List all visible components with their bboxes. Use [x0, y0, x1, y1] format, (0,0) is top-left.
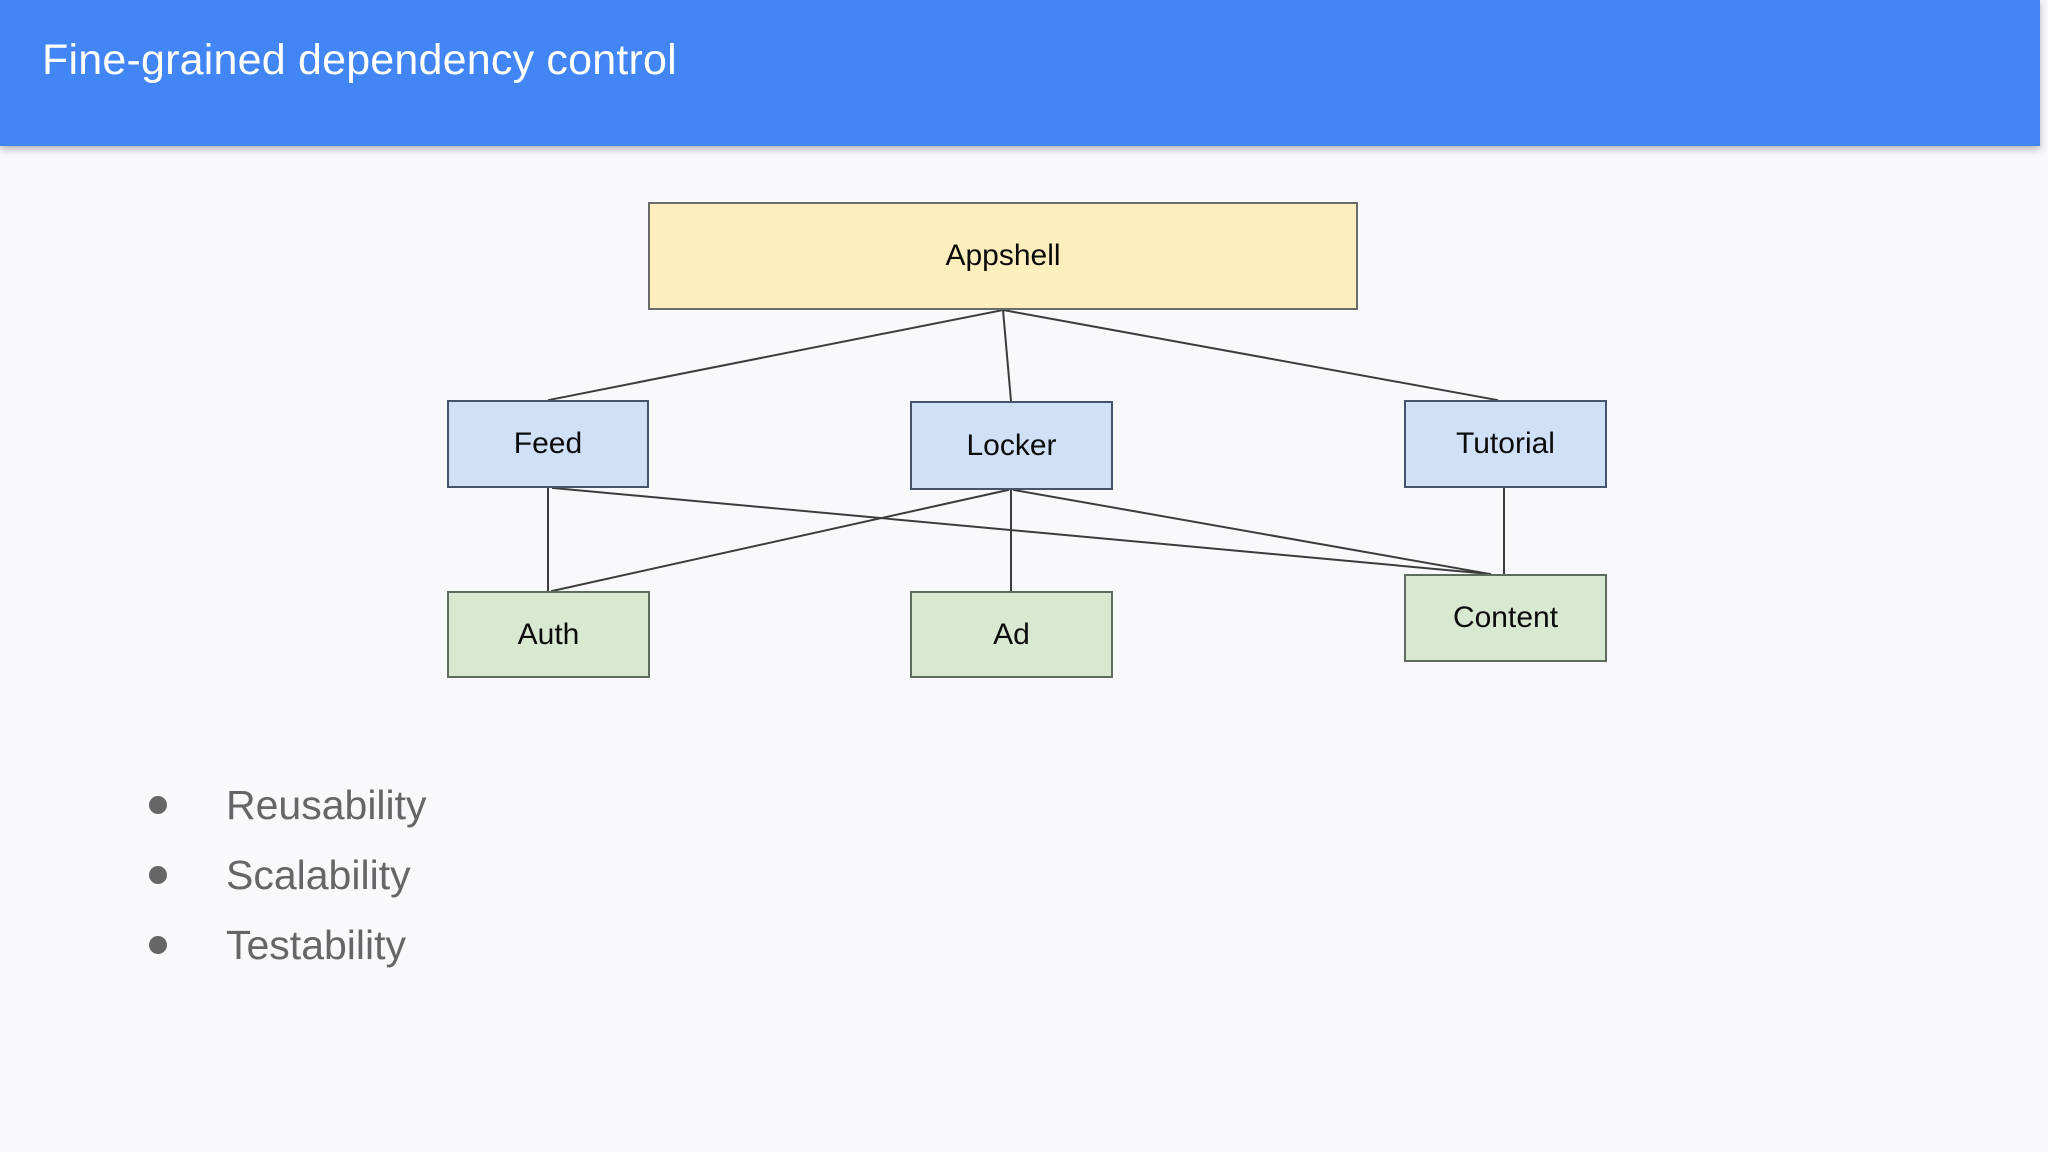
diagram-node-label: Tutorial	[1456, 427, 1555, 460]
bullet-dot-icon	[149, 796, 167, 814]
diagram-edge-appshell-to-feed	[547, 308, 1005, 402]
bullet-label: Reusability	[226, 781, 427, 828]
diagram-node-label: Content	[1452, 601, 1559, 634]
page-title: Fine-grained dependency control	[42, 36, 677, 84]
diagram-node-label: Auth	[517, 617, 580, 651]
diagram-node-appshell[interactable]: Appshell	[648, 202, 1358, 310]
diagram-edge-feed-to-content	[551, 486, 1492, 576]
diagram-node-tutorial[interactable]: Tutorial	[1404, 400, 1607, 488]
diagram-node-label: Appshell	[945, 239, 1061, 272]
diagram-node-feed[interactable]: Feed	[447, 400, 649, 488]
diagram-edge-appshell-to-locker	[1001, 308, 1013, 403]
diagram-node-label: Ad	[993, 617, 1030, 651]
diagram-node-locker[interactable]: Locker	[910, 401, 1113, 490]
diagram-node-label: Feed	[513, 427, 583, 460]
diagram-node-content[interactable]: Content	[1404, 574, 1607, 662]
list-item: Scalability	[140, 840, 427, 910]
bullet-label: Scalability	[226, 851, 411, 898]
diagram-edge-locker-to-auth	[550, 488, 1010, 593]
list-item: Testability	[140, 910, 427, 980]
bullet-dot-icon	[149, 936, 167, 954]
diagram-node-auth[interactable]: Auth	[447, 591, 650, 678]
bullet-dot-icon	[149, 866, 167, 884]
diagram-node-ad[interactable]: Ad	[910, 591, 1113, 678]
diagram-edge-appshell-to-tutorial	[1001, 308, 1499, 402]
title-banner: Fine-grained dependency control	[0, 0, 2040, 146]
bullet-label: Testability	[226, 921, 407, 968]
list-item: Reusability	[140, 770, 427, 840]
diagram-node-label: Locker	[966, 428, 1057, 462]
diagram-edge-locker-to-content	[1012, 488, 1492, 576]
